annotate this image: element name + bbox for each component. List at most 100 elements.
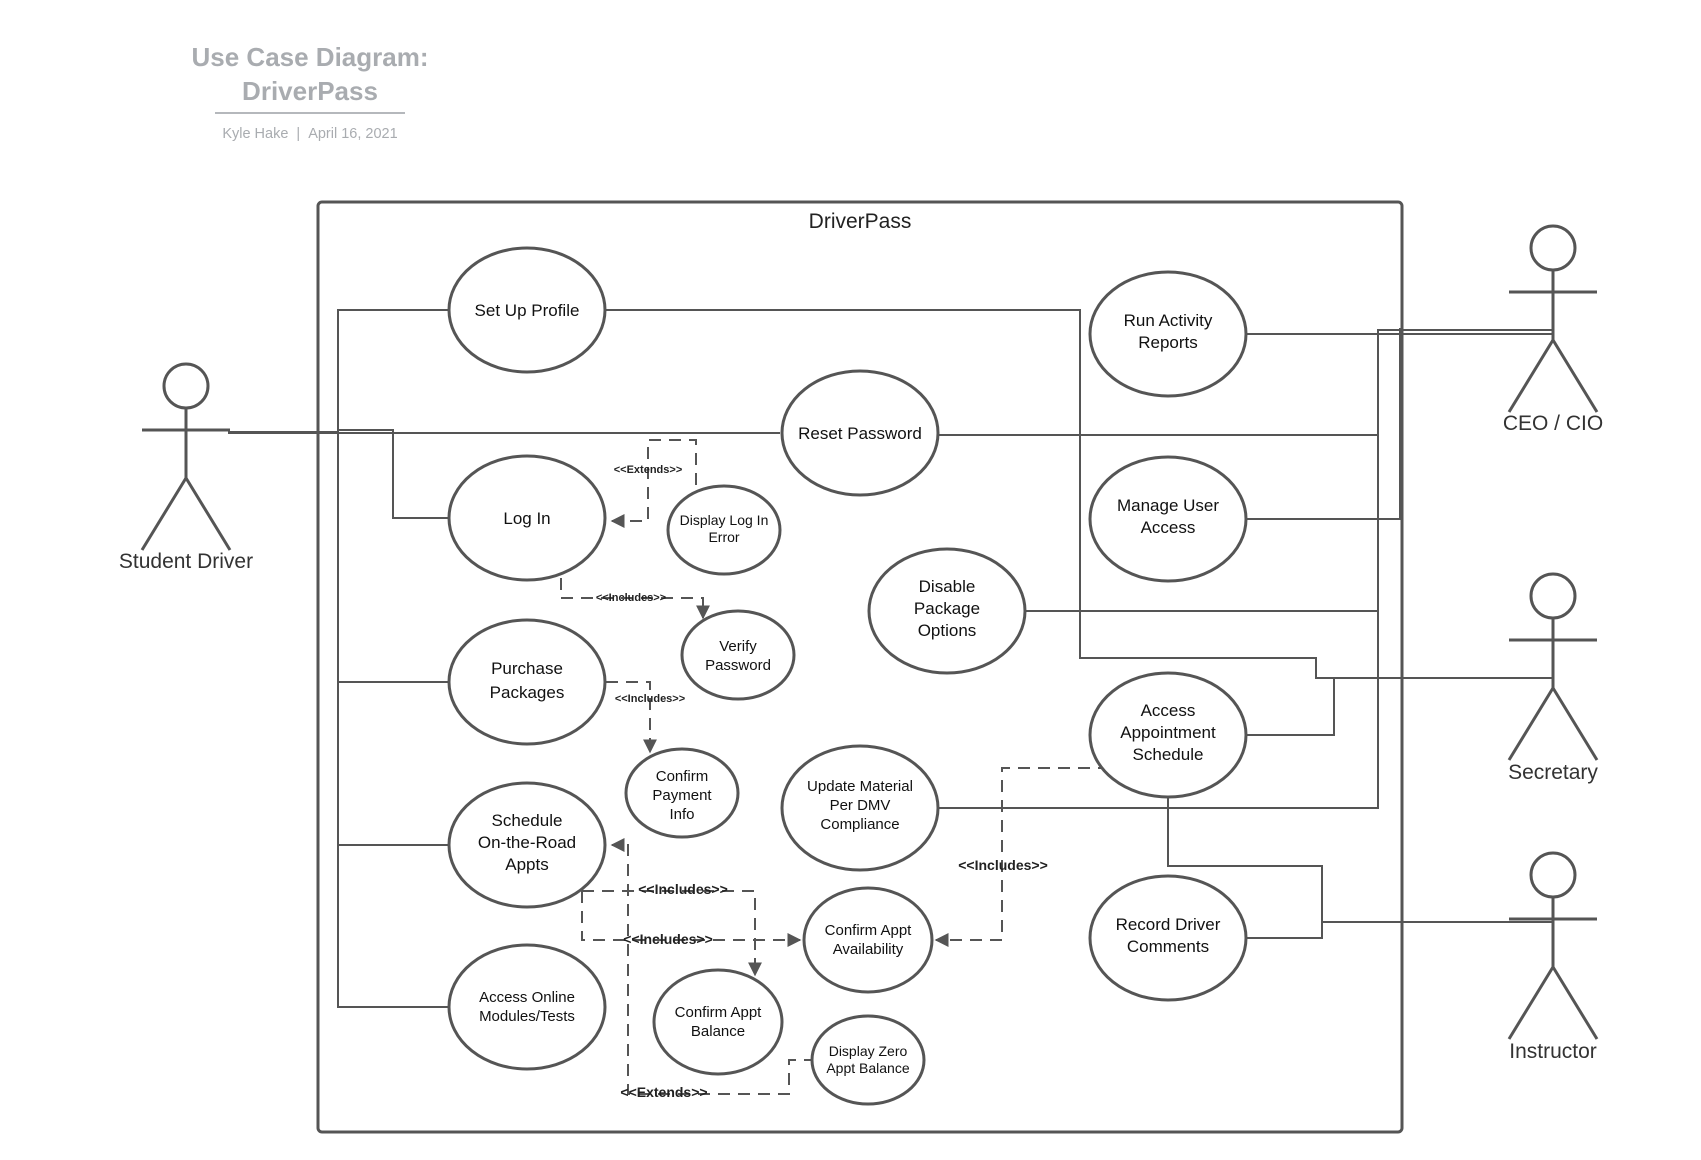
svg-text:Reset Password: Reset Password <box>798 424 922 443</box>
assoc-student-trunk <box>228 309 448 433</box>
actor-secretary[interactable]: Secretary <box>1507 572 1599 784</box>
stick-figure-icon <box>1507 224 1599 413</box>
uc-label: Access Online <box>479 989 575 1006</box>
uc-label: Per DMV <box>830 797 891 814</box>
uc-label: Update Material <box>807 778 913 795</box>
uc-label: Balance <box>691 1023 745 1040</box>
association-lines <box>228 309 1553 1008</box>
assoc-profile-secretary <box>606 309 1553 679</box>
uc-label: Reports <box>1138 333 1198 352</box>
diagram-title-line-1: Use Case Diagram: <box>191 42 429 72</box>
svg-text:Log In: Log In <box>503 509 550 528</box>
uc-label: Packages <box>490 683 565 702</box>
dep-extends-zero <box>610 838 816 1095</box>
assoc-ceo-update <box>936 435 1379 809</box>
uc-label: Log In <box>503 509 550 528</box>
uc-label: Schedule <box>1133 745 1204 764</box>
uc-label: Verify <box>719 638 757 655</box>
actor-label: Secretary <box>1508 761 1598 784</box>
assoc-student-schedule <box>337 682 448 846</box>
uc-label: Comments <box>1127 937 1209 956</box>
dep-includes-verify <box>560 578 710 620</box>
label-includes-schedule-avail: <<Includes>> <box>958 857 1048 873</box>
label-includes-payment: <<Includes>> <box>615 693 685 705</box>
uc-label: Display Zero <box>829 1043 908 1059</box>
label-extends-login: <<Extends>> <box>614 464 683 476</box>
dependency-lines <box>560 439 1110 1095</box>
diagram-date: April 16, 2021 <box>308 126 398 142</box>
uc-label: Appt Balance <box>826 1060 909 1076</box>
actors: Student Driver CEO / CIO Secretary <box>119 224 1603 1063</box>
dep-includes-balance <box>582 890 762 977</box>
label-includes-verify: <<Includes>> <box>596 592 666 604</box>
assoc-secretary-schedule <box>1244 678 1335 736</box>
use-cases: Set Up Profile Reset Password Log In Dis… <box>447 246 1248 1106</box>
actor-student-driver[interactable]: Student Driver <box>119 362 253 573</box>
system-boundary <box>316 200 1404 1134</box>
assoc-instructor-comments <box>1244 922 1323 939</box>
uc-label: Compliance <box>820 816 899 833</box>
uc-label: Error <box>708 529 739 545</box>
uc-label: Access <box>1141 518 1196 537</box>
uc-label: Payment <box>652 787 712 804</box>
uc-label: Disable <box>919 577 976 596</box>
assoc-ceo-manage <box>1244 328 1401 520</box>
dep-includes-schedule-avail <box>934 767 1110 947</box>
assoc-student-login <box>338 429 448 519</box>
uc-label: Options <box>918 621 977 640</box>
uc-label: Set Up Profile <box>475 301 580 320</box>
use-case-reset-password[interactable]: Reset Password <box>780 369 940 497</box>
uc-label: Display Log In <box>680 512 769 528</box>
actor-instructor[interactable]: Instructor <box>1507 851 1599 1063</box>
label-extends-zero: <<Extends>> <box>620 1084 707 1100</box>
uc-label: Confirm <box>656 768 709 785</box>
uc-label: Confirm Appt <box>825 922 913 939</box>
uc-label: Purchase <box>491 659 563 678</box>
uc-label: Schedule <box>492 811 563 830</box>
actor-label: Instructor <box>1509 1040 1597 1063</box>
uc-label: Appointment <box>1120 723 1216 742</box>
title-block: Use Case Diagram: DriverPass Kyle Hake|A… <box>160 40 460 142</box>
label-includes-balance: <<Includes>> <box>638 881 728 897</box>
stick-figure-icon <box>140 362 232 551</box>
uc-label: Record Driver <box>1116 915 1221 934</box>
assoc-student-modules <box>337 845 448 1008</box>
stick-figure-icon <box>1507 851 1599 1040</box>
svg-text:Set Up Profile: Set Up Profile <box>475 301 580 320</box>
uc-label: Appts <box>505 855 548 874</box>
use-case-log-in[interactable]: Log In <box>447 454 607 582</box>
assoc-instructor-schedule <box>1167 797 1553 923</box>
uc-label: Reset Password <box>798 424 922 443</box>
stick-figure-icon <box>1507 572 1599 761</box>
uc-label: Manage User <box>1117 496 1219 515</box>
actor-ceo-cio[interactable]: CEO / CIO <box>1503 224 1603 435</box>
uc-label: Package <box>914 599 980 618</box>
use-case-setup-profile[interactable]: Set Up Profile <box>447 246 607 374</box>
